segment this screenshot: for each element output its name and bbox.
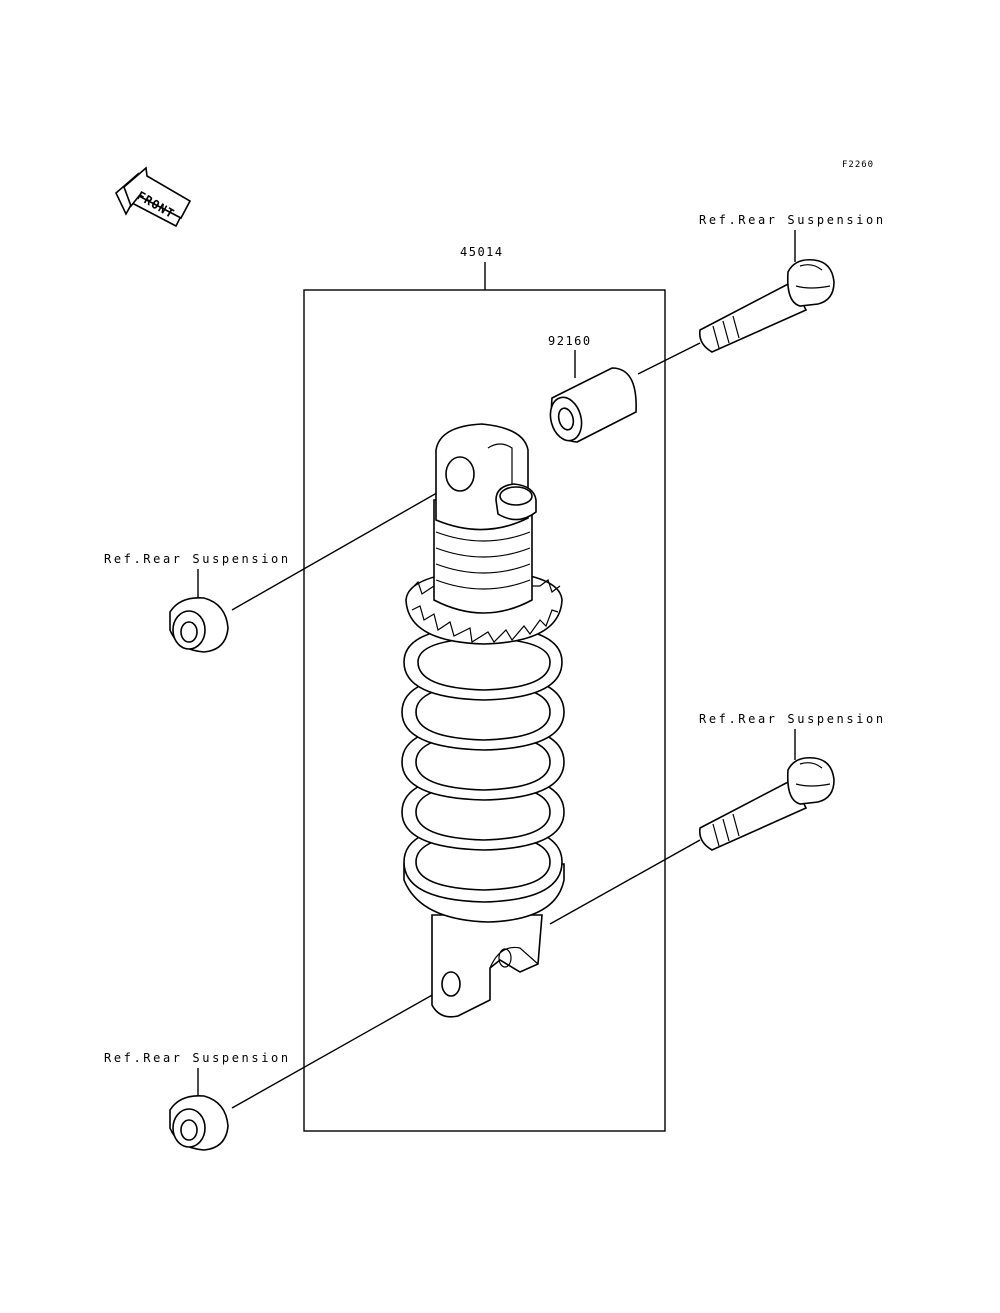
collar-92160 — [549, 367, 637, 443]
ref-label-top-bolt: Ref.Rear Suspension — [699, 213, 886, 227]
top-nut: Ref.Rear Suspension — [104, 552, 291, 653]
assembly-frame — [303, 289, 666, 1132]
top-bolt: Ref.Rear Suspension — [698, 213, 886, 353]
ref-label-top-nut: Ref.Rear Suspension — [104, 552, 291, 566]
bottom-nut: Ref.Rear Suspension — [104, 1051, 291, 1151]
front-arrow-icon: FRONT — [115, 166, 192, 228]
ref-label-bottom-bolt: Ref.Rear Suspension — [699, 712, 886, 726]
bottom-bolt: Ref.Rear Suspension — [698, 712, 886, 851]
part-number-92160: 92160 — [548, 334, 592, 348]
part-number-45014: 45014 — [460, 245, 504, 259]
shock-absorber-45014 — [401, 423, 565, 1018]
ref-label-bottom-nut: Ref.Rear Suspension — [104, 1051, 291, 1065]
figure-code: F2260 — [842, 160, 874, 170]
